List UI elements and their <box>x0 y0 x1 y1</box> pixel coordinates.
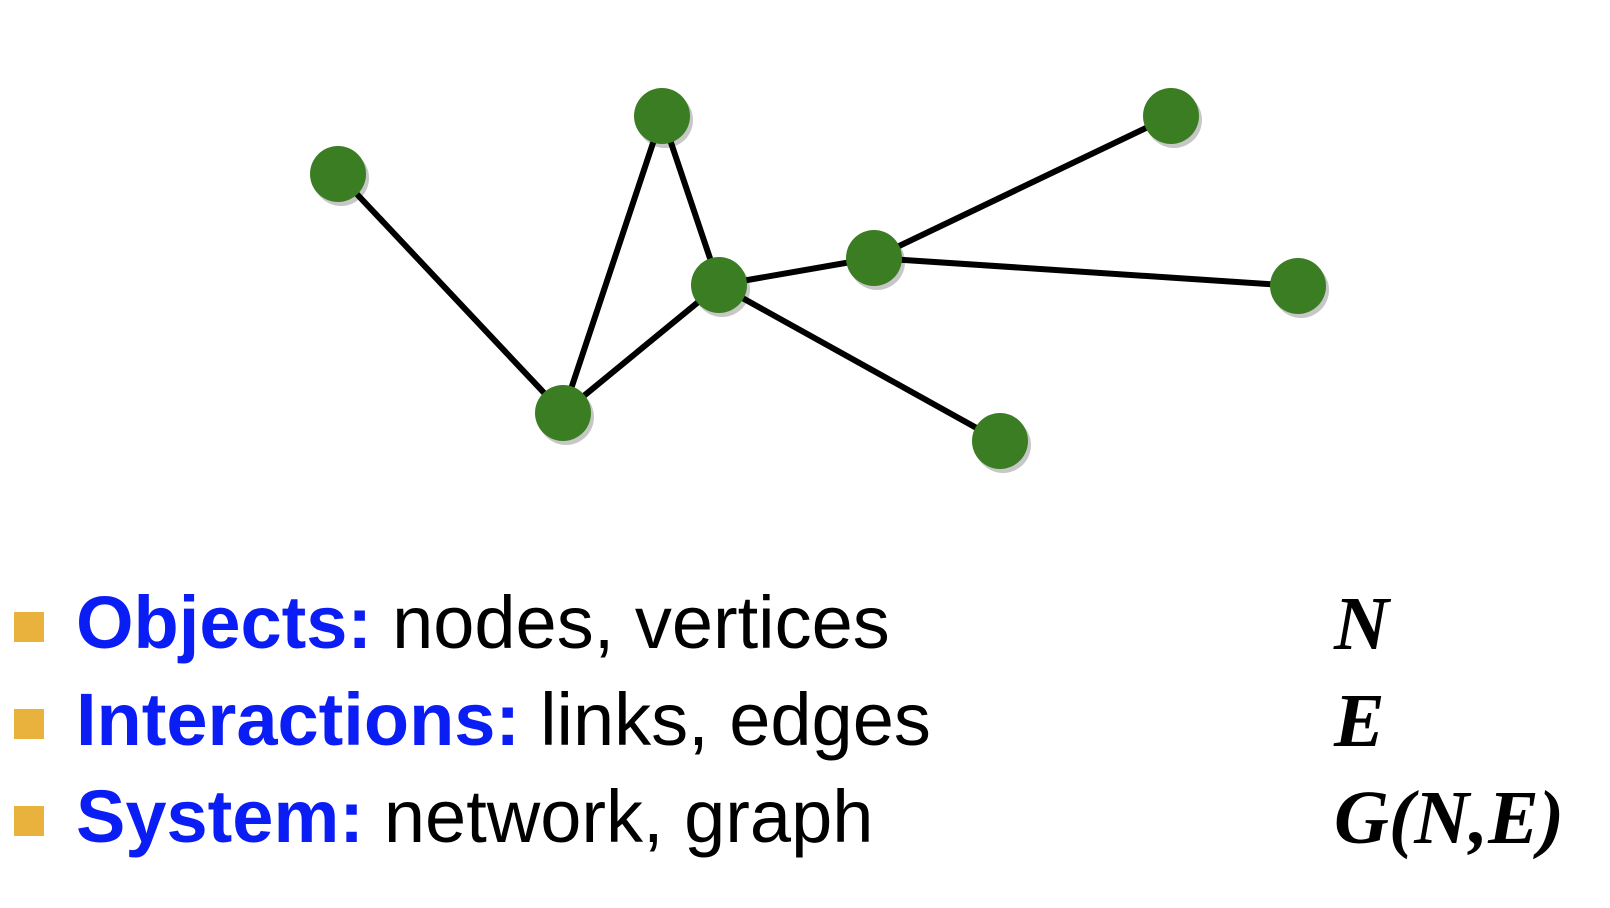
list-item-system: System:network, graph G(N,E) <box>0 780 1610 882</box>
graph-edge-n3-n4 <box>659 113 722 288</box>
graph-edge-n2-n3 <box>560 113 665 416</box>
edges <box>335 113 1301 444</box>
bullet-square-icon <box>14 709 44 739</box>
graph-edge-n2-n4 <box>560 282 722 416</box>
bullet-square-icon <box>14 612 44 642</box>
list-item-objects: Objects:nodes, vertices N <box>0 586 1610 688</box>
graph-node-n7 <box>1143 88 1199 144</box>
term-description: links, edges <box>540 678 931 761</box>
network-graph-diagram <box>310 88 1329 473</box>
term-label: System: <box>76 775 364 858</box>
list-item-text: Objects:nodes, vertices <box>76 586 890 660</box>
term-label: Interactions: <box>76 678 521 761</box>
list-item-interactions: Interactions:links, edges E <box>0 683 1610 785</box>
bullet-square-icon <box>14 806 44 836</box>
graph-node-n4 <box>691 257 747 313</box>
math-symbol: E <box>1334 679 1385 763</box>
graph-edge-n1-n2 <box>335 171 566 416</box>
graph-node-n5 <box>846 230 902 286</box>
graph-edge-n5-n7 <box>871 113 1174 261</box>
graph-node-n1 <box>310 146 366 202</box>
graph-node-n8 <box>1270 258 1326 314</box>
graph-node-n3 <box>634 88 690 144</box>
graph-node-n6 <box>972 413 1028 469</box>
math-symbol: N <box>1334 582 1389 666</box>
graph-node-n2 <box>535 385 591 441</box>
list-item-text: Interactions:links, edges <box>76 683 931 757</box>
term-description: nodes, vertices <box>392 581 890 664</box>
term-description: network, graph <box>383 775 874 858</box>
nodes <box>310 88 1329 473</box>
term-label: Objects: <box>76 581 373 664</box>
graph-edge-n4-n6 <box>716 282 1003 444</box>
math-symbol: G(N,E) <box>1334 776 1565 860</box>
list-item-text: System:network, graph <box>76 780 873 854</box>
graph-edge-n5-n8 <box>871 255 1301 289</box>
